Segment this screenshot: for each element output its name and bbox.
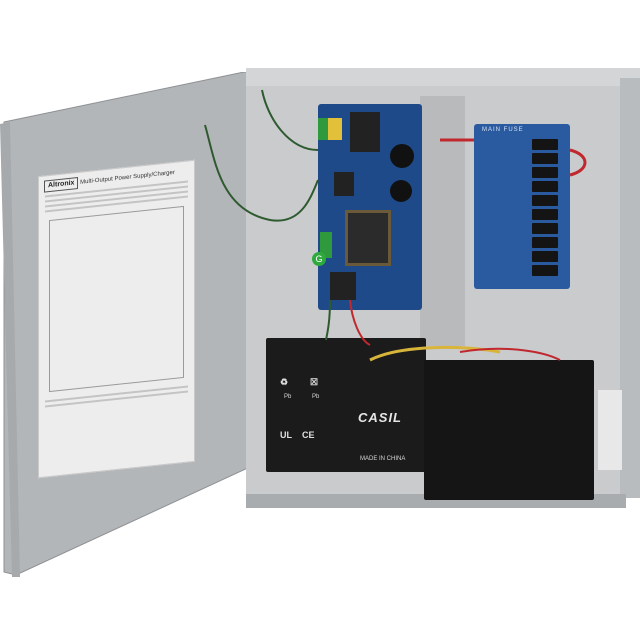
- enclosure-top: [246, 68, 640, 86]
- battery-right: [424, 360, 594, 500]
- battery-origin: MADE IN CHINA: [360, 456, 406, 462]
- recycle-icon: ♻: [280, 377, 289, 387]
- battery-brand: CASIL: [358, 410, 402, 425]
- fuse-board-title: MAIN FUSE: [482, 127, 524, 133]
- capacitor: [390, 180, 412, 202]
- heatsink: [330, 272, 356, 300]
- pb-label: Pb: [312, 394, 320, 400]
- fuse: [328, 118, 342, 140]
- board-divider-bracket: [420, 96, 465, 346]
- transformer: [345, 210, 391, 266]
- capacitor: [390, 144, 414, 168]
- weee-bin-icon: ☒: [310, 377, 319, 387]
- battery-left: ♻ Pb ☒ Pb UL CE CASIL MADE IN CHINA: [266, 338, 426, 472]
- enclosure-right-side: [620, 78, 640, 498]
- ce-mark: CE: [302, 430, 315, 440]
- heatsink: [350, 112, 380, 152]
- pb-label: Pb: [284, 394, 292, 400]
- output-terminal: [320, 232, 332, 258]
- fuse-distribution-board: MAIN FUSE: [474, 124, 570, 289]
- enclosure-side-label: [598, 390, 622, 470]
- ground-marker: G: [312, 252, 326, 266]
- power-supply-board: G: [312, 104, 422, 310]
- ul-mark: UL: [280, 430, 292, 440]
- input-terminal: [318, 118, 328, 140]
- heatsink: [334, 172, 354, 196]
